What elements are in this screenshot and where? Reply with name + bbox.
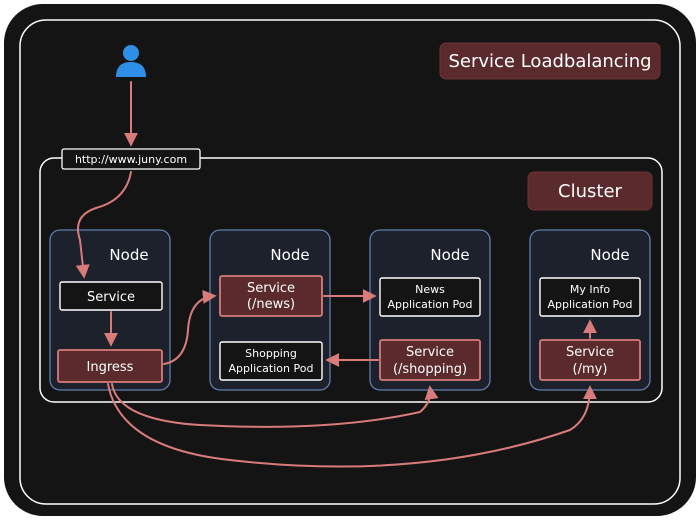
url-box [61, 148, 201, 170]
node-label: Node [430, 246, 469, 264]
service-shopping-label-2: (/shopping) [393, 362, 467, 377]
node-label: Node [270, 246, 309, 264]
arrow-ingress-to-my-service [107, 383, 597, 468]
service-shopping-box [379, 339, 481, 381]
node-label: Node [109, 246, 148, 264]
news-pod-box [379, 277, 481, 317]
inner-frame [19, 19, 681, 505]
node-label: Node [590, 246, 629, 264]
myinfo-pod-label-1: My Info [570, 283, 611, 296]
service-my-label-1: Service [566, 345, 614, 360]
shopping-pod-label-2: Application Pod [229, 362, 314, 375]
shopping-pod-label-1: Shopping [245, 347, 297, 360]
news-pod-label-1: News [415, 283, 445, 296]
arrow-url-to-service [75, 171, 132, 279]
service-news-label-1: Service [247, 281, 295, 296]
shopping-pod-box [219, 341, 323, 381]
service-my-label-2: (/my) [573, 362, 608, 377]
title-badge [439, 42, 661, 80]
service-label-node1: Service [87, 290, 135, 305]
ingress-label: Ingress [87, 360, 134, 375]
ingress-box [57, 349, 163, 383]
service-news-label-2: (/news) [247, 297, 295, 312]
cluster-badge [527, 171, 653, 211]
url-label: http://www.juny.com [75, 153, 187, 166]
myinfo-pod-box [539, 277, 641, 317]
cluster-label: Cluster [558, 181, 622, 202]
arrow-ingress-to-news-service [163, 289, 217, 365]
service-my-box [539, 339, 641, 381]
news-pod-label-2: Application Pod [388, 298, 473, 311]
service-box-node1 [59, 281, 163, 311]
user-icon [116, 45, 146, 77]
cluster-box [39, 157, 663, 403]
service-news-box [219, 275, 323, 317]
arrow-ingress-to-shopping-service [111, 383, 439, 428]
service-shopping-label-1: Service [406, 345, 454, 360]
myinfo-pod-label-2: Application Pod [548, 298, 633, 311]
diagram-title: Service Loadbalancing [448, 51, 651, 72]
